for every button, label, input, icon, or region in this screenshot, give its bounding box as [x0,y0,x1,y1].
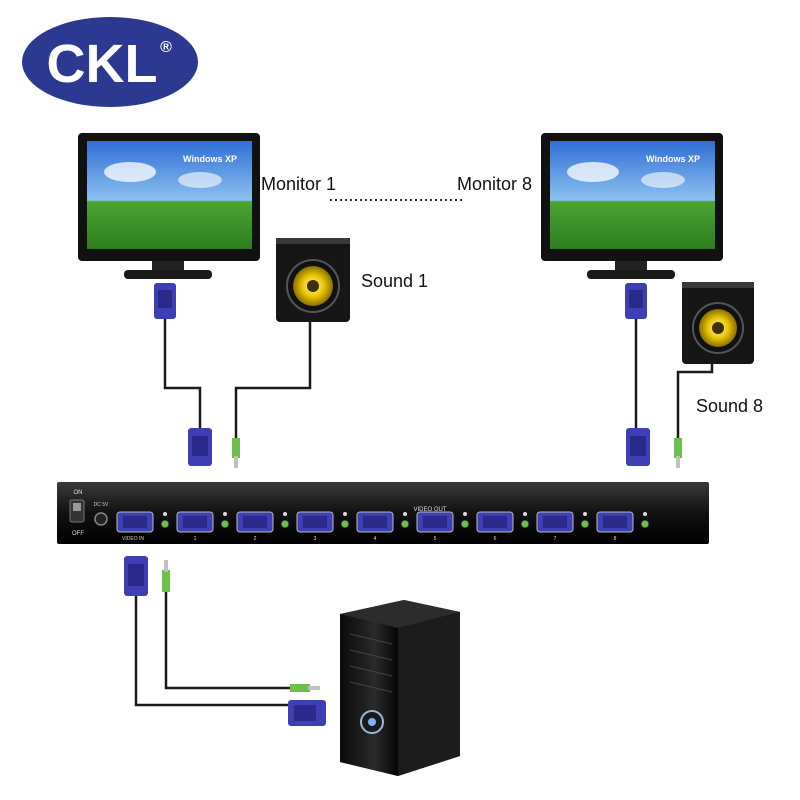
sound-8-audio-cable [676,364,714,440]
speaker-glyph-icon [463,512,467,516]
input-vga-connector-pc [288,700,326,726]
port-label: 7 [554,536,557,542]
port-label: 5 [434,536,437,542]
monitor-8-label: Monitor 8 [457,174,532,194]
speaker-glyph-icon [523,512,527,516]
monitor-1-os-text: Windows XP [183,154,237,164]
vga-output-port-3: 3 [296,511,350,542]
vga-output-port-4: 4 [356,511,410,542]
power-on-label: ON [74,490,83,496]
speaker-glyph-icon [223,512,227,516]
dc-jack [94,512,108,526]
input-audio-plug-top [162,560,170,592]
audio-output-jack-6 [520,519,530,529]
port-label: 8 [614,536,617,542]
speaker-glyph-icon [343,512,347,516]
sound-1-audio-plug [232,438,240,468]
logo-registered-mark: ® [160,39,172,56]
port-label: 6 [494,536,497,542]
input-vga-cable [134,593,292,707]
audio-output-jack-5 [460,519,470,529]
monitor-1: Windows XP [78,133,260,279]
vga-output-port-8: 8 [596,511,650,542]
monitor-1-vga-connector-bottom [188,428,212,466]
speaker-glyph-icon [403,512,407,516]
input-audio-cable [164,592,290,690]
port-label: 3 [314,536,317,542]
monitor-1-stand [124,270,212,279]
monitor-8-os-text: Windows XP [646,154,700,164]
input-audio-plug-pc [290,684,320,692]
monitor-8-vga-connector-top [625,283,647,319]
speaker-1 [276,238,350,322]
sound-1-label: Sound 1 [361,271,428,291]
video-out-label: VIDEO OUT [413,507,446,513]
audio-input-jack [160,519,170,529]
monitor-1-screen [87,141,252,249]
vga-output-port-2: 2 [236,511,290,542]
speaker-glyph-icon [643,512,647,516]
audio-output-jack-2 [280,519,290,529]
power-off-label: OFF [72,531,84,537]
vga-splitter-box: ON OFF DC 5V VIDEO OUT VIDEO IN 1 2 3 4 5 6 7 8 [57,482,709,544]
speaker-8 [682,282,754,364]
vga-output-port-6: 6 [476,511,530,542]
dc-label: DC 5V [94,502,109,508]
logo-text: CKL [47,34,158,94]
monitor-1-vga-connector-top [154,283,176,319]
vga-output-port-1: 1 [176,511,230,542]
audio-output-jack-7 [580,519,590,529]
ckl-logo: CKL ® [22,17,198,107]
port-label: 4 [374,536,377,542]
vga-input-port [116,511,170,533]
monitor-8-screen [550,141,715,249]
port-label: 1 [194,536,197,542]
monitor-1-vga-cable [163,318,202,430]
audio-output-jack-8 [640,519,650,529]
speaker-glyph-icon [583,512,587,516]
vga-port-row: 1 2 3 4 5 6 7 8 [116,511,650,542]
audio-output-jack-3 [340,519,350,529]
vga-output-port-7: 7 [536,511,590,542]
vga-output-port-5: 5 [416,511,470,542]
speaker-glyph-icon [283,512,287,516]
video-in-label: VIDEO IN [122,536,144,542]
monitor-8-vga-connector-bottom [626,428,650,466]
monitor-8-stand [587,270,675,279]
computer-tower [340,600,460,776]
sound-8-audio-plug [674,438,682,468]
sound-8-label: Sound 8 [696,396,763,416]
logo-ellipse [22,17,198,107]
speaker-glyph-icon [163,512,167,516]
audio-output-jack-1 [220,519,230,529]
audio-output-jack-4 [400,519,410,529]
monitor-8: Windows XP [541,133,723,279]
port-label: 2 [254,536,257,542]
input-vga-connector-top [124,556,148,596]
sound-1-audio-cable [234,320,312,440]
monitor-1-label: Monitor 1 [261,174,336,194]
